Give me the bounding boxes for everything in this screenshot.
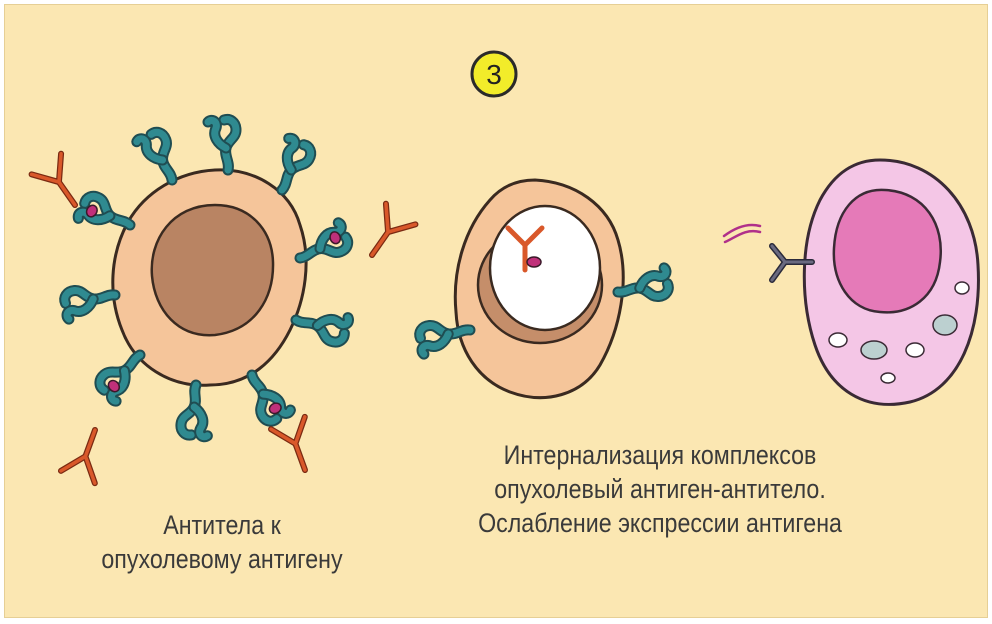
caption-right-line2: опухолевый антиген-антитело. — [402, 472, 918, 506]
tumor-cell-internalizing — [455, 180, 623, 398]
caption-antibodies: Антитела к опухолевому антигену — [76, 508, 368, 576]
caption-internalization: Интернализация комплексов опухолевый ант… — [402, 438, 918, 540]
step-badge: 3 — [472, 52, 516, 96]
caption-left-line2: опухолевому антигену — [76, 542, 368, 576]
effector-cell — [804, 160, 978, 404]
internalized-antigen — [527, 257, 541, 267]
caption-right-line3: Ослабление экспрессии антигена — [402, 506, 918, 540]
step-badge-label: 3 — [486, 59, 502, 90]
effector-nucleus — [834, 190, 941, 312]
caption-left-line1: Антитела к — [76, 508, 368, 542]
effector-pseudopod — [724, 225, 760, 242]
endosome-vesicle — [490, 206, 600, 330]
caption-right-line1: Интернализация комплексов — [402, 438, 918, 472]
